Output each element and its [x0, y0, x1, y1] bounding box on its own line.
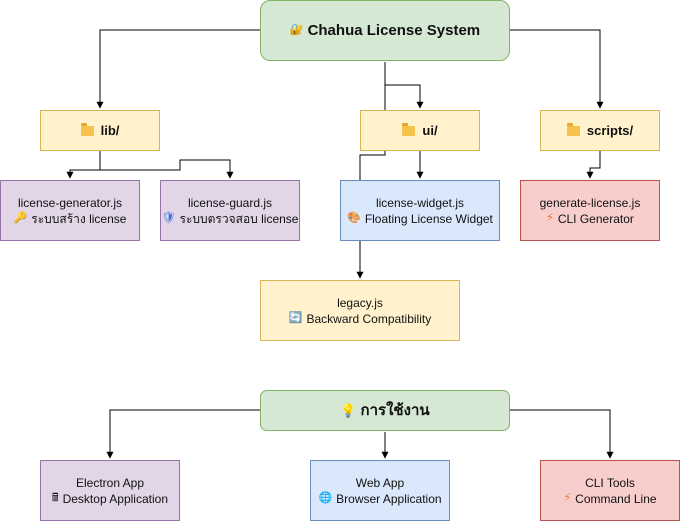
usage-target-desc: Desktop Application [62, 491, 168, 506]
file-desc: ระบบสร้าง license [31, 211, 127, 226]
file-name: legacy.js [337, 295, 383, 310]
file-legacy: legacy.js 🔄 Backward Compatibility [260, 280, 460, 341]
edge-lib-license-guard [99, 151, 234, 179]
edge-root-ui [384, 62, 424, 109]
usage-target-desc: Command Line [575, 491, 657, 506]
file-name: generate-license.js [539, 195, 641, 210]
file-name: license-widget.js [375, 195, 465, 210]
folder-scripts-label: scripts/ [586, 122, 634, 138]
usage-target-name: CLI Tools [585, 475, 635, 490]
folder-ui-label: ui/ [422, 122, 438, 138]
folder-icon [566, 122, 580, 136]
edge-lib-license-generator [66, 151, 101, 179]
folder-scripts: scripts/ [540, 110, 660, 151]
usage-cli-tools: CLI Tools ⚡ Command Line [540, 460, 680, 521]
edge-root-lib [96, 29, 260, 109]
file-license-generator: license-generator.js 🔑 ระบบสร้าง license [0, 180, 140, 241]
lightning-icon: ⚡ [546, 212, 554, 224]
calculator-icon: 🖩 [51, 492, 59, 504]
file-desc: CLI Generator [557, 211, 634, 226]
lightbulb-icon: 💡 [340, 403, 357, 418]
edge-usage-cli [510, 409, 614, 459]
usage-target-name: Electron App [75, 475, 145, 490]
usage-electron-app: Electron App 🖩 Desktop Application [40, 460, 180, 521]
file-generate-license: generate-license.js ⚡ CLI Generator [520, 180, 660, 241]
usage-node: 💡 การใช้งาน [260, 390, 510, 431]
folder-ui: ui/ [360, 110, 480, 151]
file-desc: Floating License Widget [364, 211, 493, 226]
shield-icon: 🛡 [161, 212, 176, 224]
root-node: 🔐 Chahua License System [260, 0, 510, 61]
key-icon: 🔑 [13, 212, 28, 224]
folder-lib: lib/ [40, 110, 160, 151]
folder-icon [80, 122, 94, 136]
refresh-icon: 🔄 [288, 312, 303, 324]
file-name: license-generator.js [17, 195, 123, 210]
usage-target-name: Web App [355, 475, 405, 490]
edge-root-scripts [510, 29, 604, 109]
file-license-widget: license-widget.js 🎨 Floating License Wid… [340, 180, 500, 241]
folder-icon [402, 122, 416, 136]
file-license-guard: license-guard.js 🛡 ระบบตรวจสอบ license [160, 180, 300, 241]
lightning-icon: ⚡ [563, 492, 572, 504]
edge-usage-electron [106, 409, 260, 459]
usage-label: การใช้งาน [360, 401, 430, 419]
globe-icon: 🌐 [318, 492, 333, 504]
lock-icon: 🔐 [289, 24, 304, 36]
edge-root-legacy [356, 62, 386, 279]
file-name: license-guard.js [187, 195, 273, 210]
usage-web-app: Web App 🌐 Browser Application [310, 460, 450, 521]
usage-target-desc: Browser Application [336, 491, 442, 506]
root-label: Chahua License System [307, 21, 481, 39]
folder-lib-label: lib/ [100, 122, 120, 138]
edge-scripts-generate-license [586, 151, 601, 179]
art-palette-icon: 🎨 [347, 212, 361, 224]
file-desc: Backward Compatibility [306, 311, 432, 326]
file-desc: ระบบตรวจสอบ license [179, 211, 299, 226]
